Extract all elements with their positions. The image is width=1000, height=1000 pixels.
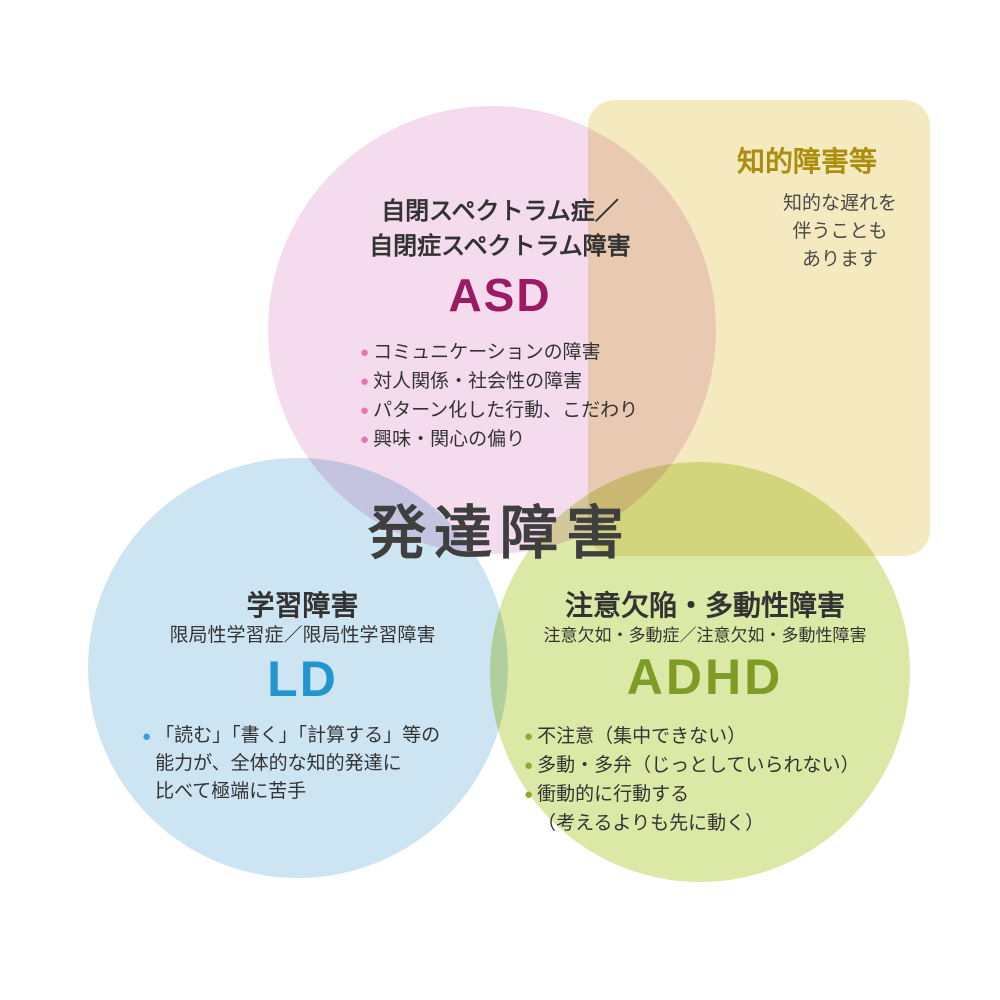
adhd-subtitle: 注意欠如・多動症／注意欠如・多動性障害 <box>543 626 867 645</box>
ld-bullet-line: 能力が、全体的な知的発達に <box>155 753 402 774</box>
adhd-bullet-list: ● 不注意（集中できない） ● 多動・多弁（じっとしていられない） ● 衝動的に… <box>524 722 860 838</box>
adhd-bullet-text: 多動・多弁（じっとしていられない） <box>537 755 860 776</box>
asd-bullet-list: ● コミュニケーションの障害 ● 対人関係・社会性の障害 ● パターン化した行動… <box>360 338 638 454</box>
adhd-circle-shape <box>490 462 910 882</box>
asd-title-line2: 自閉症スペクトラム障害 <box>369 233 631 260</box>
asd-title: 自閉スペクトラム症／ 自閉症スペクトラム障害 <box>290 194 710 264</box>
ld-subtitle: 限局性学習症／限局性学習障害 <box>169 625 436 646</box>
bullet-dot-icon: ● <box>524 728 534 745</box>
ld-title: 学習障害 <box>246 590 359 621</box>
ld-bullet-text: 「読む」「書く」「計算する」等の 能力が、全体的な知的発達に 比べて極端に苦手 <box>155 722 440 806</box>
intellectual-note-line: 知的な遅れを <box>782 193 897 214</box>
adhd-bullet-item: ● 多動・多弁（じっとしていられない） <box>524 751 860 780</box>
bullet-dot-icon: ● <box>360 373 370 390</box>
bullet-dot-icon: ● <box>360 344 370 361</box>
adhd-bullet-item: ● （考えるよりも先に動く） <box>524 809 860 838</box>
adhd-bullet-text: 不注意（集中できない） <box>537 726 747 747</box>
ld-abbreviation: LD <box>267 651 338 707</box>
adhd-bullet-text: 衝動的に行動する <box>537 784 690 805</box>
asd-bullet-item: ● 対人関係・社会性の障害 <box>360 367 638 396</box>
asd-bullet-text: コミュニケーションの障害 <box>373 342 601 363</box>
bullet-dot-icon: ● <box>360 402 370 419</box>
asd-bullet-text: 対人関係・社会性の障害 <box>373 371 583 392</box>
adhd-title: 注意欠陥・多動性障害 <box>564 590 845 621</box>
asd-bullet-text: 興味・関心の偏り <box>373 429 526 450</box>
adhd-abbreviation: ADHD <box>626 649 784 705</box>
bullet-dot-icon: ● <box>524 757 534 774</box>
asd-bullet-item: ● 興味・関心の偏り <box>360 425 638 454</box>
ld-bullet-line: 「読む」「書く」「計算する」等の <box>155 725 441 746</box>
asd-abbreviation: ASD <box>448 269 552 321</box>
adhd-bullet-text: （考えるよりも先に動く） <box>537 813 765 834</box>
asd-title-line1: 自閉スペクトラム症／ <box>381 198 619 225</box>
ld-bullet-line: 比べて極端に苦手 <box>155 781 307 802</box>
intellectual-note: 知的な遅れを 伴うことも あります <box>700 190 980 274</box>
asd-bullet-item: ● パターン化した行動、こだわり <box>360 396 638 425</box>
adhd-bullet-item: ● 衝動的に行動する <box>524 780 860 809</box>
bullet-dot-icon: ● <box>360 431 370 448</box>
asd-bullet-text: パターン化した行動、こだわり <box>373 400 639 421</box>
ld-bullet-item: ● 「読む」「書く」「計算する」等の 能力が、全体的な知的発達に 比べて極端に苦… <box>142 722 440 806</box>
bullet-dot-icon: ● <box>524 786 534 803</box>
adhd-bullet-item: ● 不注意（集中できない） <box>524 722 860 751</box>
asd-bullet-item: ● コミュニケーションの障害 <box>360 338 638 367</box>
diagram-center-title: 発達障害 <box>367 501 632 566</box>
ld-circle-shape <box>88 458 508 878</box>
intellectual-note-line: あります <box>801 249 878 270</box>
intellectual-note-line: 伴うことも <box>792 221 888 242</box>
bullet-dot-icon: ● <box>142 728 152 745</box>
ld-bullet-list: ● 「読む」「書く」「計算する」等の 能力が、全体的な知的発達に 比べて極端に苦… <box>142 722 440 806</box>
intellectual-title: 知的障害等 <box>736 146 877 177</box>
